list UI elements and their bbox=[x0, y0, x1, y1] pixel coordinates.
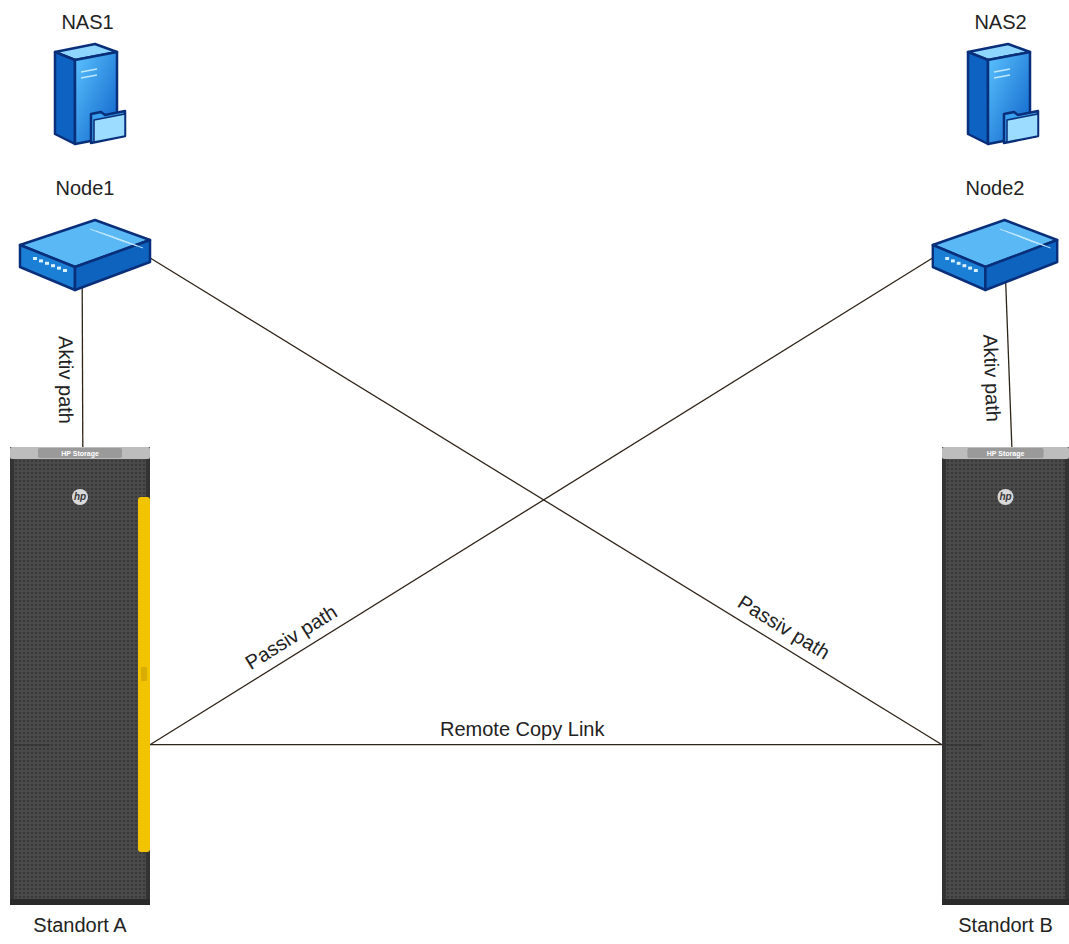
path-label: Aktiv path bbox=[54, 333, 76, 427]
path-label: Aktiv path bbox=[980, 331, 1005, 426]
switch-icon bbox=[928, 215, 1062, 300]
switch-icon bbox=[15, 215, 155, 300]
brand-logo: hp bbox=[74, 491, 86, 503]
node-label: Node1 bbox=[15, 176, 155, 200]
brand-label: HP Storage bbox=[987, 449, 1025, 458]
node-label: Standort A bbox=[10, 913, 150, 937]
node-label: Standort B bbox=[942, 913, 1069, 937]
node-switch: Node1 bbox=[15, 176, 155, 300]
node-label: NAS1 bbox=[45, 10, 130, 34]
nas-icon bbox=[45, 40, 130, 150]
connector-line bbox=[149, 258, 942, 745]
path-label: Passiv path bbox=[239, 599, 344, 675]
rack-icon bbox=[942, 447, 1069, 905]
connector-line bbox=[82, 288, 84, 447]
nas-icon bbox=[958, 40, 1043, 150]
node-label: NAS2 bbox=[958, 10, 1043, 34]
path-label: Remote Copy Link bbox=[437, 718, 608, 740]
connector-line bbox=[1006, 283, 1012, 447]
nas-server: NAS1 bbox=[45, 10, 130, 150]
path-label: Passiv path bbox=[731, 589, 836, 665]
connector-line bbox=[150, 744, 942, 745]
nas-server: NAS2 bbox=[958, 10, 1043, 150]
rack-icon bbox=[10, 447, 150, 905]
storage-rack: Standort A bbox=[10, 447, 150, 937]
brand-label: HP Storage bbox=[61, 449, 99, 458]
storage-rack: Standort B bbox=[942, 447, 1069, 937]
connector-line bbox=[150, 258, 933, 745]
brand-logo: hp bbox=[999, 491, 1011, 503]
node-label: Node2 bbox=[928, 176, 1062, 200]
node-switch: Node2 bbox=[928, 176, 1062, 300]
